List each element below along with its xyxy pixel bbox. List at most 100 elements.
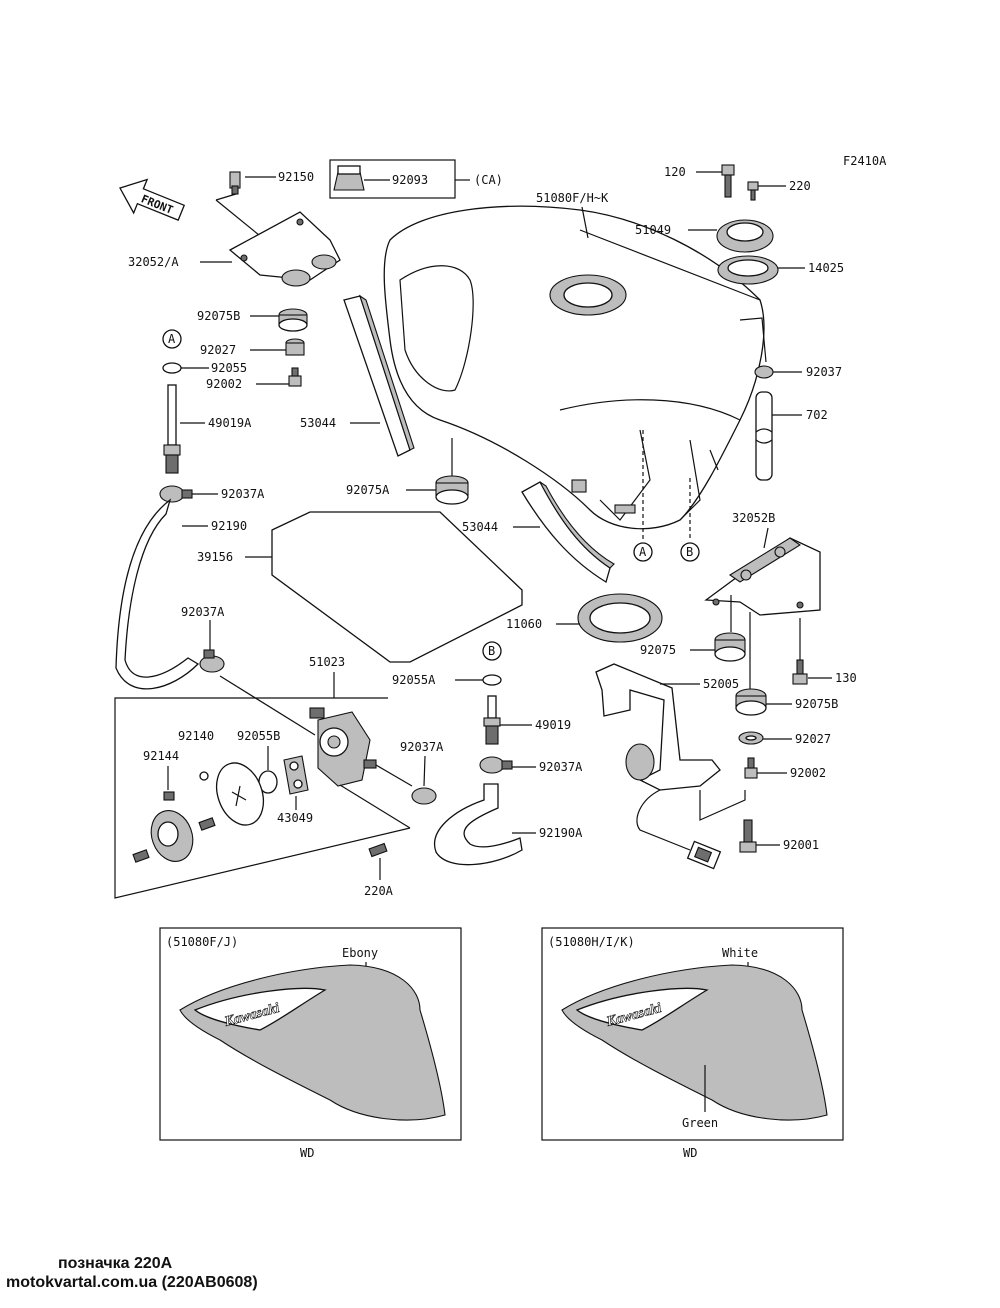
callout-53044-2: 53044	[462, 520, 498, 534]
bolt-92150	[229, 171, 241, 195]
marker-a-top	[162, 329, 182, 349]
pump-cover	[150, 810, 194, 862]
screw-220a	[368, 842, 388, 858]
variant-box-1: (51080F/J) Ebony Kawasaki	[159, 927, 462, 1141]
collar-92027-2	[738, 731, 764, 745]
callout-92002-1: 92002	[206, 377, 242, 391]
hose-702	[755, 391, 773, 481]
callout-32052b: 32052B	[732, 511, 775, 525]
ball-92140	[199, 771, 209, 781]
callout-51080: 51080F/H~K	[536, 191, 609, 205]
svg-text:A: A	[639, 545, 647, 559]
bolt-220	[747, 181, 759, 201]
callout-32052a: 32052/A	[128, 255, 179, 269]
callout-92037a-1: 92037A	[221, 487, 265, 501]
fuel-pump-52005	[595, 663, 722, 870]
callout-14025: 14025	[808, 261, 844, 275]
callout-92150: 92150	[278, 170, 314, 184]
callout-92055: 92055	[211, 361, 247, 375]
hose-92190a	[433, 783, 523, 866]
pad-53044-upper	[343, 294, 415, 457]
fitting-49019a	[163, 384, 181, 474]
callout-39156: 39156	[197, 550, 233, 564]
screw-upper	[198, 817, 216, 831]
grommet-92075a	[435, 475, 469, 505]
fuel-tank	[383, 205, 765, 530]
callout-51023: 51023	[309, 655, 345, 669]
oring-92055a	[482, 674, 502, 686]
callout-92144: 92144	[143, 749, 179, 763]
callout-220: 220	[789, 179, 811, 193]
callout-92075b-1: 92075B	[197, 309, 240, 323]
bolt-92001	[739, 819, 757, 853]
marker-b-bottom	[482, 641, 502, 661]
clip-92037a-1	[159, 485, 193, 503]
caption-source: motokvartal.com.ua (220AB0608)	[6, 1274, 258, 1291]
variant-2-color: White	[722, 946, 758, 960]
pad-53044-lower	[521, 481, 615, 584]
gasket-11060	[577, 593, 663, 643]
callout-92190: 92190	[211, 519, 247, 533]
collar-92027	[285, 338, 305, 356]
callout-49019a: 49019A	[208, 416, 252, 430]
callout-53044-1: 53044	[300, 416, 336, 430]
callout-130: 130	[835, 671, 857, 685]
diaphragm-plate	[215, 762, 265, 826]
bolt-92002-2	[744, 757, 758, 779]
callout-702: 702	[806, 408, 828, 422]
caption-designation: позначка 220A	[58, 1255, 173, 1272]
callout-92037a-2: 92037A	[181, 605, 225, 619]
screw-lower	[132, 849, 150, 863]
callout-92037a-3: 92037A	[539, 760, 583, 774]
fuel-cap-51049	[716, 219, 774, 253]
callout-92002-2: 92002	[790, 766, 826, 780]
variant-2-note: WD	[683, 1146, 697, 1160]
bolt-92002	[288, 367, 302, 387]
variant-2-second-color: Green	[682, 1116, 718, 1130]
callout-92075: 92075	[640, 643, 676, 657]
callout-120: 120	[664, 165, 686, 179]
svg-text:B: B	[488, 644, 495, 658]
callout-92093: 92093	[392, 173, 428, 187]
variant-1-color: Ebony	[342, 946, 378, 960]
callout-92190a: 92190A	[539, 826, 583, 840]
callout-92055b: 92055B	[237, 729, 280, 743]
cap-92093	[333, 165, 365, 191]
callout-92055a: 92055A	[392, 673, 436, 687]
svg-text:A: A	[168, 332, 176, 346]
callout-220a: 220A	[364, 884, 394, 898]
variant-1-note: WD	[300, 1146, 314, 1160]
hose-92190	[115, 498, 200, 690]
callout-52005: 52005	[703, 677, 739, 691]
callout-51049: 51049	[635, 223, 671, 237]
callout-92037a-4: 92037A	[400, 740, 444, 754]
callout-ca: (CA)	[474, 173, 503, 187]
grommet-92075b	[278, 308, 308, 332]
callout-49019: 49019	[535, 718, 571, 732]
callout-92001: 92001	[783, 838, 819, 852]
bolt-130	[792, 659, 808, 685]
grommet-92075	[714, 632, 746, 662]
front-arrow-icon: FRONT	[119, 178, 186, 221]
callout-92037: 92037	[806, 365, 842, 379]
mat-39156	[271, 511, 523, 663]
callout-92027-1: 92027	[200, 343, 236, 357]
callout-92075b-2: 92075B	[795, 697, 838, 711]
ring-14025	[717, 255, 779, 285]
fuel-cock-51023	[309, 707, 377, 787]
figure-code: F2410A	[843, 154, 887, 168]
clip-92037a-3	[479, 756, 513, 774]
bracket-32052b	[704, 537, 821, 616]
callout-43049: 43049	[277, 811, 313, 825]
grommet-92075b-2	[735, 688, 767, 716]
callout-92075a: 92075A	[346, 483, 390, 497]
variant-box-2: (51080H/I/K) White Kawasaki Green	[541, 927, 844, 1141]
svg-text:B: B	[686, 545, 693, 559]
fitting-49019	[483, 695, 501, 745]
bracket-32052a	[228, 211, 341, 287]
variant-1-code: (51080F/J)	[166, 935, 238, 949]
gasket-43049	[283, 755, 309, 795]
callout-92140: 92140	[178, 729, 214, 743]
marker-b-top	[680, 542, 700, 562]
callout-11060: 11060	[506, 617, 542, 631]
